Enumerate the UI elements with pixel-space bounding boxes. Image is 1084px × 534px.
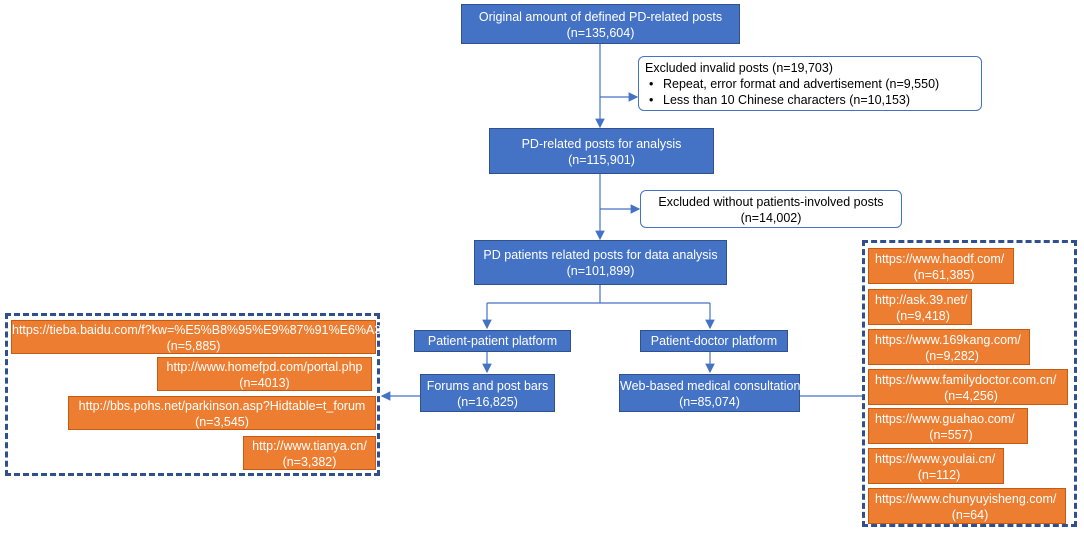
forum-site-count: (n=3,545)	[195, 415, 249, 429]
medical-site-count: (n=64)	[951, 508, 989, 522]
forum-site-url: https://tieba.baidu.com/f?kw=%E5%B8%95%E…	[12, 323, 410, 337]
box-web-medical-title: Web-based medical consultation	[620, 379, 801, 393]
excluded-invalid-item: Less than 10 Chinese characters (n=10,15…	[645, 92, 975, 108]
medical-site-box: https://www.169kang.com/ (n=9,282)	[868, 329, 1030, 365]
forum-site-url: http://bbs.pohs.net/parkinson.asp?Hidtab…	[78, 399, 366, 413]
medical-site-box: https://www.chunyuyisheng.com/ (n=64)	[868, 488, 1066, 524]
box-patients-related: PD patients related posts for data analy…	[474, 240, 727, 285]
forum-site-box: http://www.tianya.cn/ (n=3,382)	[243, 436, 376, 470]
box-patient-patient-platform: Patient-patient platform	[414, 330, 571, 352]
forum-site-count: (n=3,382)	[282, 455, 337, 469]
medical-site-url: https://www.chunyuyisheng.com/	[875, 492, 1057, 506]
box-original-count: (n=135,604)	[566, 26, 635, 40]
medical-site-count: (n=4,256)	[944, 389, 998, 403]
box-excluded-patients: Excluded without patients-involved posts…	[640, 190, 902, 228]
medical-site-box: https://www.youlai.cn/ (n=112)	[868, 448, 1004, 484]
patient-patient-platform-label: Patient-patient platform	[427, 334, 558, 348]
medical-site-count: (n=557)	[929, 428, 973, 442]
medical-site-count: (n=9,282)	[925, 349, 979, 363]
excluded-invalid-item: Repeat, error format and advertisement (…	[645, 76, 975, 92]
medical-site-box: http://ask.39.net/ (n=9,418)	[868, 289, 972, 325]
medical-site-box: https://www.guahao.com/ (n=557)	[868, 408, 1028, 444]
medical-site-url: http://ask.39.net/	[875, 293, 968, 307]
excluded-patients-count: (n=14,002)	[740, 211, 802, 225]
box-analysis-count: (n=115,901)	[568, 153, 635, 167]
medical-site-url: https://www.guahao.com/	[875, 412, 1015, 426]
excluded-patients-title: Excluded without patients-involved posts	[658, 195, 884, 209]
box-original-posts: Original amount of defined PD-related po…	[461, 4, 740, 44]
medical-site-count: (n=9,418)	[896, 309, 950, 323]
box-original-title: Original amount of defined PD-related po…	[478, 10, 723, 24]
medical-sites-group	[862, 240, 1077, 527]
box-forums-title: Forums and post bars	[426, 379, 549, 393]
box-forums: Forums and post bars (n=16,825)	[420, 374, 555, 412]
box-excluded-invalid: Excluded invalid posts (n=19,703) Repeat…	[638, 56, 982, 111]
forum-site-count: (n=5,885)	[166, 339, 221, 353]
box-analysis-title: PD-related posts for analysis	[521, 137, 682, 151]
forum-sites-group	[5, 313, 380, 476]
medical-site-count: (n=112)	[917, 468, 961, 482]
medical-site-url: https://www.169kang.com/	[875, 333, 1021, 347]
medical-site-box: https://www.familydoctor.com.cn/ (n=4,25…	[868, 369, 1068, 405]
forum-site-box: http://bbs.pohs.net/parkinson.asp?Hidtab…	[68, 396, 376, 430]
medical-site-url: https://www.youlai.cn/	[875, 452, 996, 466]
box-web-medical: Web-based medical consultation (n=85,074…	[619, 374, 800, 412]
patient-doctor-platform-label: Patient-doctor platform	[650, 334, 778, 348]
box-web-medical-count: (n=85,074)	[679, 395, 740, 409]
excluded-invalid-title: Excluded invalid posts (n=19,703)	[645, 61, 833, 75]
forum-site-box: http://www.homefpd.com/portal.php (n=401…	[157, 357, 372, 391]
forum-site-box: https://tieba.baidu.com/f?kw=%E5%B8%95%E…	[11, 320, 410, 354]
box-forums-count: (n=16,825)	[457, 395, 518, 409]
medical-site-box: https://www.haodf.com/ (n=61,385)	[868, 248, 1014, 284]
box-patient-doctor-platform: Patient-doctor platform	[640, 330, 788, 352]
medical-site-url: https://www.familydoctor.com.cn/	[875, 373, 1057, 387]
box-analysis-posts: PD-related posts for analysis (n=115,901…	[489, 128, 714, 174]
medical-site-url: https://www.haodf.com/	[875, 252, 1005, 266]
forum-site-url: http://www.tianya.cn/	[252, 439, 367, 453]
medical-site-count: (n=61,385)	[913, 268, 975, 282]
box-patients-related-count: (n=101,899)	[566, 264, 635, 278]
forum-site-url: http://www.homefpd.com/portal.php	[166, 360, 363, 374]
forum-site-count: (n=4013)	[239, 376, 290, 390]
box-patients-related-title: PD patients related posts for data analy…	[483, 248, 718, 262]
